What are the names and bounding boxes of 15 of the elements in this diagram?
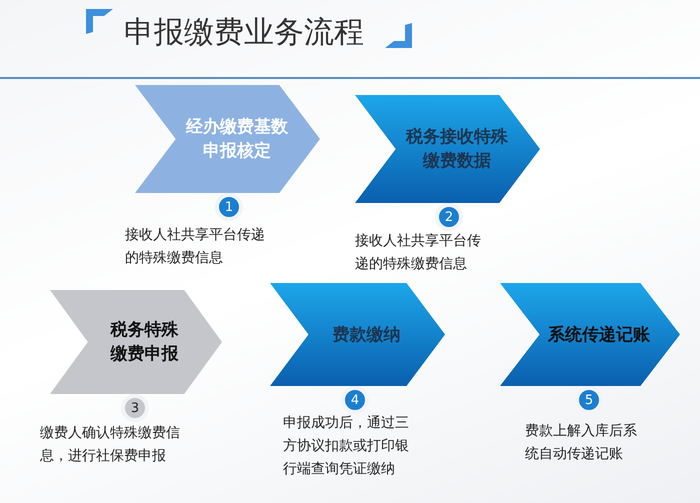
step-description: 缴费人确认特殊缴费信息，进行社保费申报 (40, 424, 181, 466)
step-title: 经办缴费基数申报核定 (184, 116, 289, 163)
step-title: 费款缴纳 (332, 324, 400, 346)
step-number-badge: 1 (215, 193, 243, 221)
step-number-badge: 3 (121, 394, 149, 422)
step-title: 系统传递记账 (548, 324, 650, 346)
step-number-badge: 4 (341, 386, 369, 414)
page-title: 申报缴费业务流程 (124, 14, 364, 52)
step-number-badge: 2 (435, 203, 463, 231)
step-title: 税务特殊缴费申报 (109, 319, 180, 366)
step-description: 接收人社共享平台传递的特殊缴费信息 (125, 226, 266, 268)
step-description: 费款上解入库后系统自动传递记账 (525, 422, 638, 464)
step-title: 税务接收特殊缴费数据 (404, 126, 509, 173)
step-description: 申报成功后，通过三方协议扣款或打印银行端查询凭证缴纳 (283, 414, 410, 479)
step-description: 接收人社共享平台传递的特殊缴费信息 (355, 232, 482, 274)
